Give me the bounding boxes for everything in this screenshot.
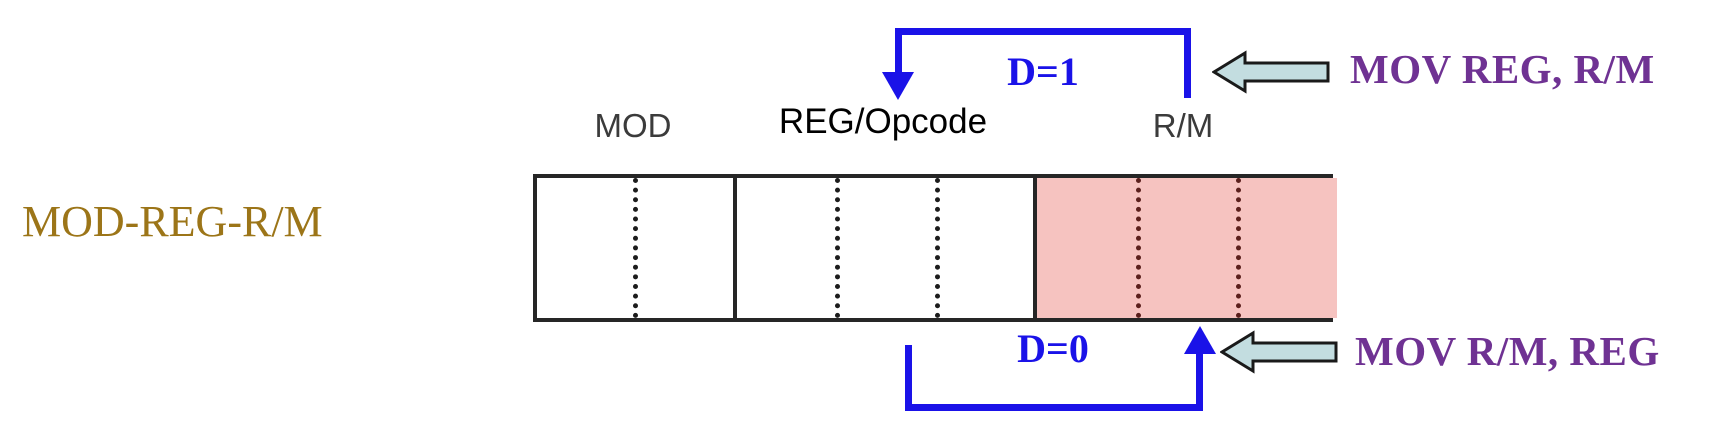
d1-bracket-right-stem bbox=[1184, 28, 1191, 98]
bit-divider bbox=[935, 178, 940, 318]
diagram-caption: MOD-REG-R/M bbox=[22, 197, 323, 246]
d0-bracket-right-stem bbox=[1196, 352, 1203, 411]
d1-bracket-horizontal bbox=[895, 28, 1191, 35]
d0-flag-label: D=0 bbox=[1017, 326, 1089, 371]
byte-segment-rm bbox=[1037, 178, 1337, 318]
modrm-byte-box bbox=[533, 174, 1337, 322]
field-label-rm: R/M bbox=[1152, 107, 1214, 144]
mnemonic-mov-reg-rm: MOV REG, R/M bbox=[1350, 46, 1655, 92]
bit-divider bbox=[633, 178, 638, 318]
bit-divider bbox=[835, 178, 840, 318]
d1-arrow-down-icon bbox=[882, 72, 914, 100]
bit-divider bbox=[1236, 178, 1241, 318]
bit-divider bbox=[1136, 178, 1141, 318]
left-block-arrow-icon bbox=[1212, 50, 1330, 94]
d0-arrow-up-icon bbox=[1184, 326, 1216, 354]
mnemonic-mov-rm-reg: MOV R/M, REG bbox=[1355, 328, 1660, 374]
d1-flag-label: D=1 bbox=[1007, 49, 1079, 94]
left-block-arrow-icon bbox=[1220, 330, 1338, 374]
byte-segment-reg-opcode bbox=[737, 178, 1037, 318]
field-label-reg-opcode: REG/Opcode bbox=[778, 102, 988, 141]
byte-segment-mod bbox=[537, 178, 737, 318]
d0-bracket-left-stem bbox=[905, 345, 912, 411]
field-label-mod: MOD bbox=[594, 107, 672, 144]
d0-bracket-horizontal bbox=[905, 404, 1203, 411]
d1-bracket-left-stem bbox=[895, 28, 902, 81]
